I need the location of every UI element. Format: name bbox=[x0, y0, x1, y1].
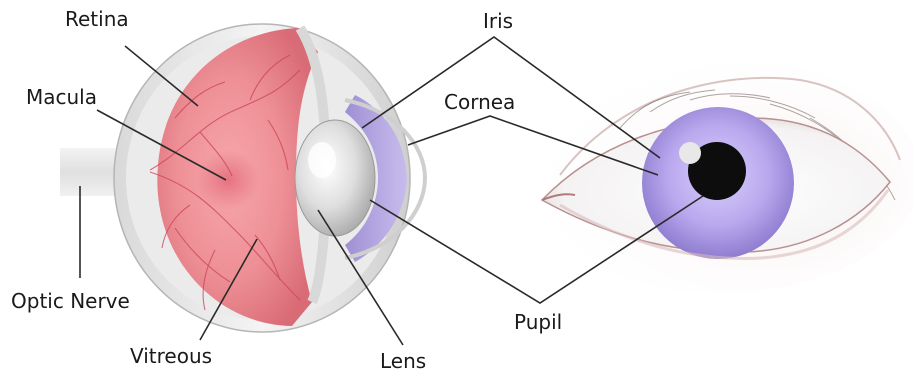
label-retina: Retina bbox=[65, 7, 129, 31]
label-iris: Iris bbox=[483, 9, 513, 33]
label-optic-nerve: Optic Nerve bbox=[11, 289, 130, 313]
frontal-eye bbox=[520, 57, 914, 293]
label-cornea: Cornea bbox=[444, 90, 515, 114]
label-lens: Lens bbox=[380, 349, 426, 373]
label-pupil: Pupil bbox=[514, 310, 562, 334]
macula-spot bbox=[196, 150, 260, 210]
eyeball-cross-section bbox=[60, 24, 425, 332]
label-macula: Macula bbox=[26, 85, 97, 109]
lens-body bbox=[295, 120, 375, 236]
eye-highlight bbox=[679, 142, 701, 164]
label-vitreous: Vitreous bbox=[130, 344, 212, 368]
